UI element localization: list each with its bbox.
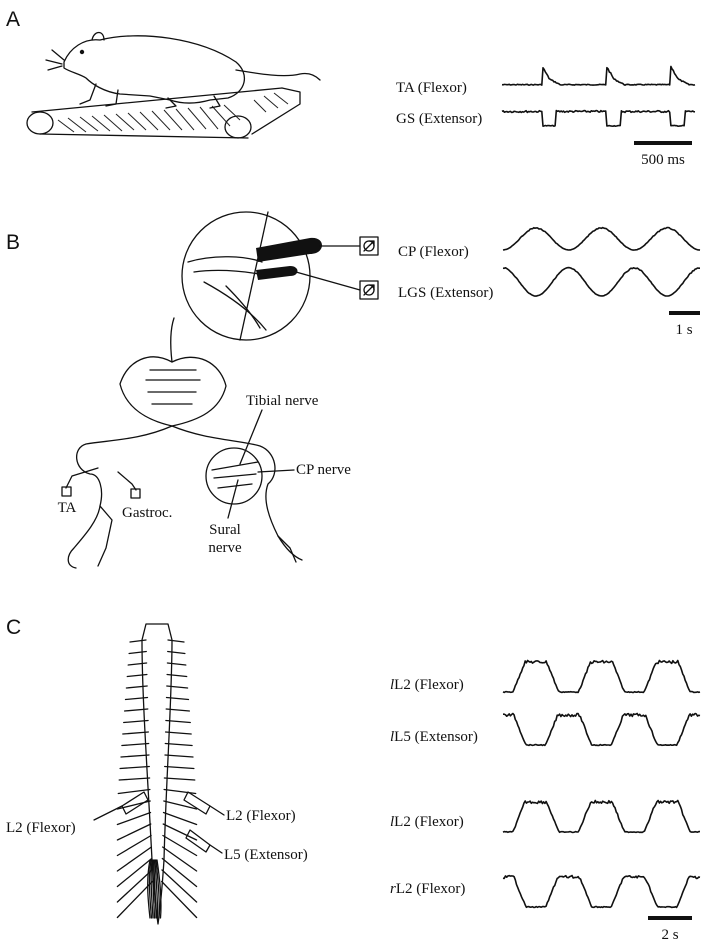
trace-label-gs: GS (Extensor) — [396, 111, 482, 127]
emg-trace-b-2 — [503, 268, 700, 297]
cp-nerve-label: CP nerve — [296, 462, 351, 478]
cp-nerve-pointer — [258, 470, 294, 472]
treadmill-rat-illustration — [27, 33, 320, 139]
trace-group-a — [502, 66, 695, 126]
cord-label-right-l5: L5 (Extensor) — [224, 847, 308, 863]
trace-label-cp: CP (Flexor) — [398, 244, 469, 260]
scale-bar-b-label: 1 s — [675, 322, 692, 338]
trace-label-il2-a: lL2 (Flexor) — [390, 677, 464, 693]
hindlimb-preparation-illustration — [62, 212, 378, 568]
gastroc-muscle-label: Gastroc. — [122, 505, 172, 521]
cord-pointer-right-l2 — [210, 806, 224, 815]
cord-pointer-right-l5 — [210, 845, 222, 853]
trace-label-il2-b: lL2 (Flexor) — [390, 814, 464, 830]
sural-nerve-label-1: Sural — [209, 522, 241, 538]
emg-trace-c-2 — [503, 714, 700, 746]
emg-trace-c-1 — [503, 661, 700, 693]
ta-muscle-label: TA — [58, 500, 77, 516]
emg-trace-c-4 — [503, 876, 700, 908]
cord-label-left-l2: L2 (Flexor) — [6, 820, 76, 836]
emg-trace-b-1 — [503, 228, 700, 251]
tibial-nerve-pointer — [240, 410, 262, 464]
cord-label-right-l2: L2 (Flexor) — [226, 808, 296, 824]
emg-trace-a-2 — [502, 111, 695, 127]
panel-c-letter: C — [6, 616, 21, 639]
cord-pointer-left-l2 — [94, 806, 122, 820]
emg-trace-a-1 — [502, 66, 695, 85]
sural-nerve-label-2: nerve — [208, 540, 242, 556]
trace-group-b — [503, 228, 700, 297]
scale-bar-c-label: 2 s — [661, 927, 678, 943]
trace-label-rl2: rL2 (Flexor) — [390, 881, 465, 897]
trace-label-lgs: LGS (Extensor) — [398, 285, 493, 301]
tibial-nerve-label: Tibial nerve — [246, 393, 319, 409]
trace-label-il5: lL5 (Extensor) — [390, 729, 478, 745]
panel-a-letter: A — [6, 8, 20, 31]
spinal-cord-illustration — [117, 624, 210, 924]
scale-bar-a-label: 500 ms — [641, 152, 685, 168]
trace-label-ta: TA (Flexor) — [396, 80, 467, 96]
panel-b-letter: B — [6, 231, 20, 254]
emg-trace-c-3 — [503, 801, 700, 833]
trace-group-c — [503, 661, 700, 908]
